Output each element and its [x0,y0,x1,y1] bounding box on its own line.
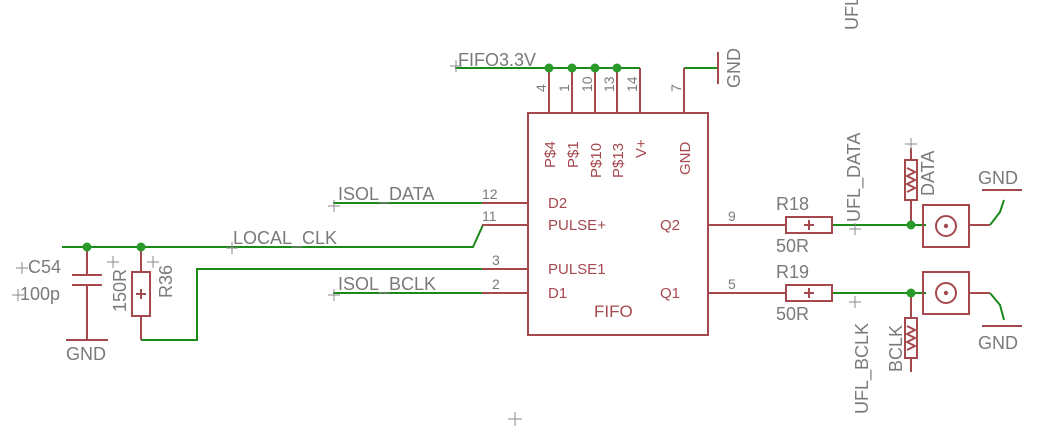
junction-dot [590,63,600,73]
capacitor-c54[interactable]: C54 100p GND [20,247,108,364]
net-gnd-right-bottom-wire[interactable] [989,292,1005,321]
fifo-ic[interactable]: FIFO 4 1 10 13 14 7 P$4 P$1 P$10 P$13 V+… [482,68,760,336]
origin-cross [16,262,28,274]
pin-number-7: 7 [668,84,684,92]
net-pulse1-wire[interactable] [141,268,482,341]
fifo-name: FIFO [594,302,633,321]
pin-name-p10: P$10 [588,143,605,178]
r18-name: R18 [776,194,809,214]
resistor-r19[interactable]: R19 50R [760,262,833,324]
r19-value: 50R [776,304,809,324]
pin-name-pulseplus: PULSE+ [548,217,606,234]
pin-name-vplus: V+ [633,139,650,158]
pin-number-2: 2 [492,276,500,292]
pin-number-14: 14 [624,76,640,92]
gnd-label-right-top: GND [978,168,1018,188]
gnd-label-right-bottom: GND [978,333,1018,353]
r18-body [785,216,833,234]
gnd-label-c54: GND [66,344,106,364]
fifo-top-pins: 4 1 10 13 14 7 P$4 P$1 P$10 P$13 V+ GND [533,68,694,178]
gnd-label-top: GND [724,48,744,88]
net-label-ufl-bclk: UFL_BCLK [852,323,873,414]
r18-value: 50R [776,236,809,256]
pin-number-10: 10 [579,76,595,92]
r36-name: R36 [156,265,176,298]
conn-bclk-circle [935,282,957,304]
pin-number-1: 1 [556,84,572,92]
origin-cross [226,242,238,254]
net-gnd-right-top-wire[interactable] [989,199,1005,226]
r19-body [785,284,833,302]
junction-dot [544,63,554,73]
pin-name-p4: P$4 [542,141,559,168]
origin-cross [849,296,861,308]
conn-bclk-center [943,290,949,296]
origin-cross [849,223,861,235]
resistor-r18[interactable]: R18 50R [760,194,833,256]
origin-cross [328,289,340,301]
c54-value: 100p [20,284,60,304]
pin-name-p1: P$1 [565,141,582,168]
pin-number-5: 5 [728,276,736,292]
conn-bclk-zigzag [904,325,918,351]
origin-cross [508,412,522,426]
gnd-symbol-top[interactable]: GND [717,48,744,88]
pin-name-pulse1: PULSE1 [548,261,606,278]
pin-number-12: 12 [482,186,498,202]
pin-number-13: 13 [601,76,617,92]
net-label-fifo33v: FIFO3.3V [458,50,536,70]
junction-dot [906,220,916,230]
net-labels: FIFO3.3V ISOL_DATA LOCAL_CLK ISOL_BCLK U… [233,0,873,414]
conn-data-label: DATA [918,151,938,196]
origin-cross [12,289,24,301]
net-label-local-clk: LOCAL_CLK [233,228,337,249]
net-label-isol-data: ISOL_DATA [338,184,434,205]
junction-dot [567,63,577,73]
pin-name-p13: P$13 [610,143,627,178]
junction-dot [612,63,622,73]
fifo-left-pins: 12 11 3 2 D2 PULSE+ PULSE1 D1 [482,186,606,302]
junctions [82,63,916,298]
conn-data-center [943,223,949,229]
connector-data[interactable]: DATA GND [904,148,1022,248]
origin-cross [450,60,462,72]
conn-data-zigzag [904,167,918,193]
conn-data-circle [935,215,957,237]
pin-name-d2: D2 [548,195,567,212]
pin-number-11: 11 [482,208,497,224]
origin-cross [905,138,917,150]
net-label-ufl-top: UFL [842,0,862,30]
pin-name-d1: D1 [548,285,567,302]
origin-cross [328,200,340,212]
c54-name: C54 [28,257,61,277]
net-label-ufl-data: UFL_DATA [844,133,865,222]
fifo-right-pins: 9 5 Q2 Q1 [660,208,760,302]
resistor-r36[interactable]: R36 150R [110,247,176,340]
junction-dot [82,242,92,252]
pin-number-4: 4 [533,84,549,92]
pin-number-3: 3 [492,252,500,268]
junction-dot [906,288,916,298]
origin-markers [12,60,917,426]
conn-bclk-label: BCLK [886,325,906,372]
r36-value: 150R [110,269,130,312]
net-label-isol-bclk: ISOL_BCLK [338,274,436,295]
pin-name-q1: Q1 [660,285,680,302]
pin-name-q2: Q2 [660,217,680,234]
pin-name-gnd: GND [677,142,694,176]
pin-number-9: 9 [728,208,736,224]
junction-dot [136,242,146,252]
origin-cross [107,256,119,268]
origin-cross [147,256,159,268]
connector-bclk[interactable]: BCLK GND [886,271,1022,372]
r19-name: R19 [776,262,809,282]
